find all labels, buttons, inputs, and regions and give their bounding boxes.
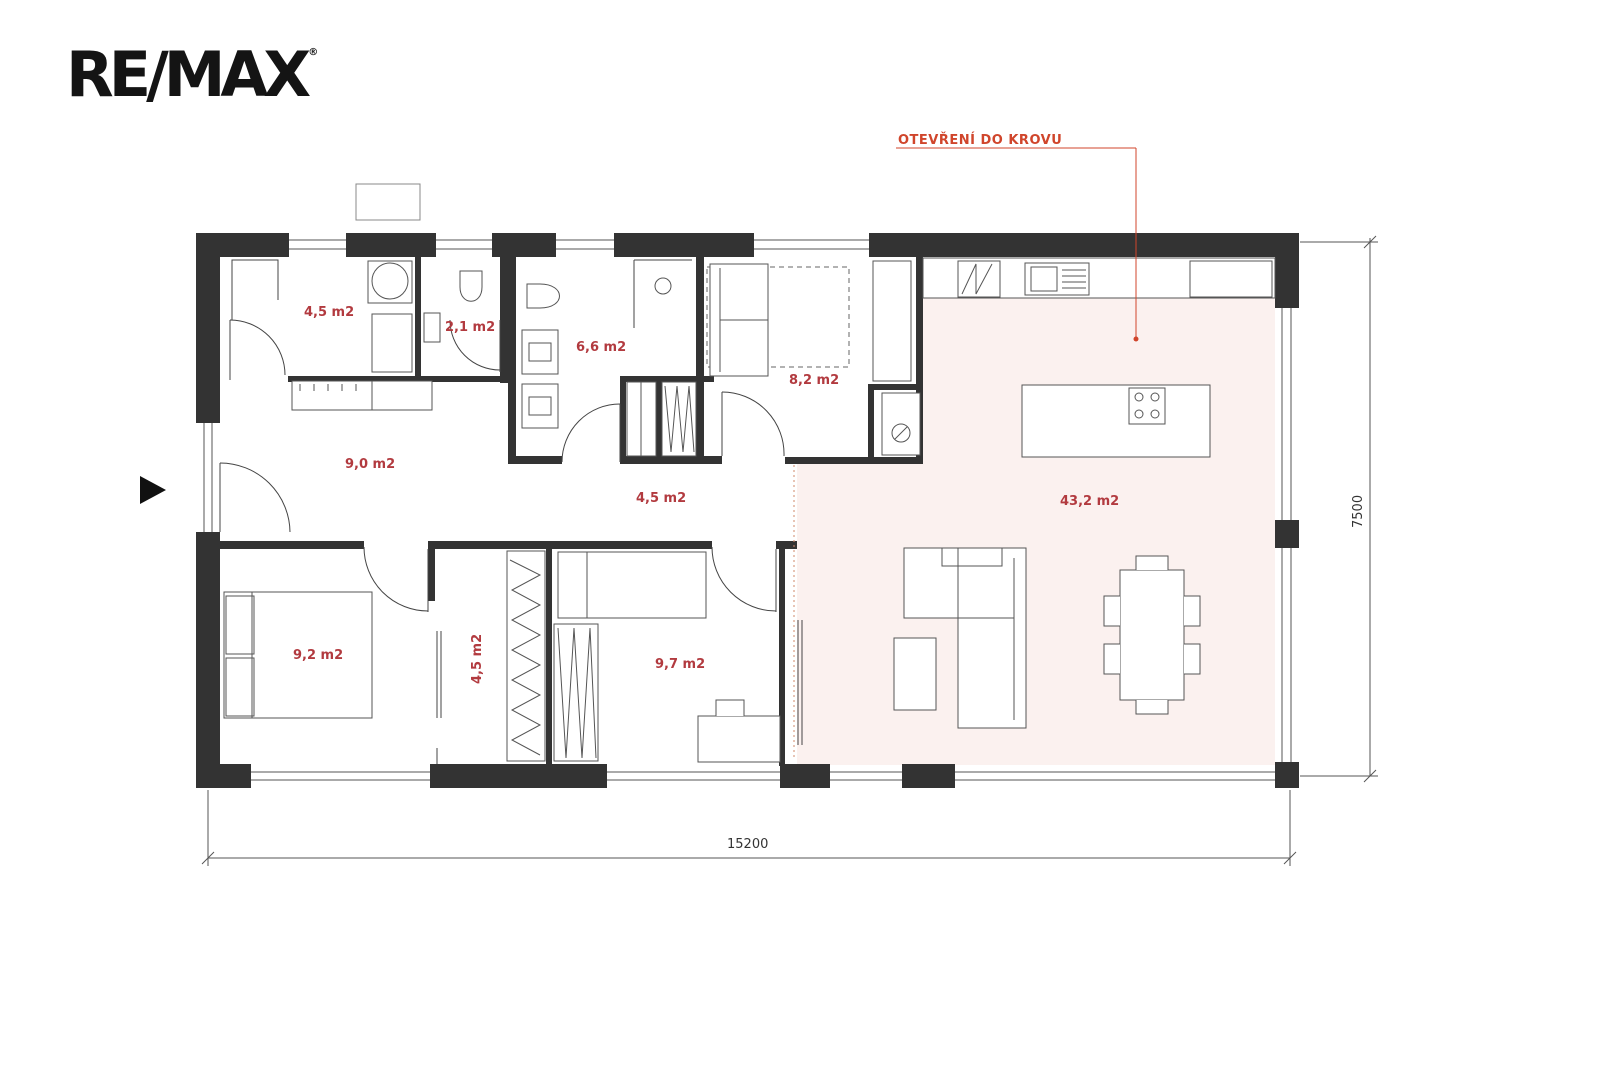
sink-2-icon (521, 383, 559, 429)
bed-right-icon (557, 551, 707, 619)
area-dressing: 4,5 m2 (470, 634, 485, 684)
kitchen-island-icon (1021, 384, 1211, 458)
interior-walls (220, 257, 923, 766)
windows (203, 239, 1292, 781)
coffee-table-icon (893, 637, 937, 711)
sink-1-icon (521, 329, 559, 375)
remax-logo: RE/MAX® (66, 38, 319, 111)
shower-drain-icon (654, 277, 672, 295)
area-entry-hall: 9,0 m2 (345, 457, 395, 472)
furniture (223, 257, 1276, 763)
height-dimension (1300, 235, 1378, 783)
sideboard-icon (291, 380, 433, 411)
area-corridor: 4,5 m2 (636, 491, 686, 506)
area-wardrobe-room: 4,5 m2 (304, 305, 354, 320)
sofa-icon (903, 547, 1027, 729)
width-dimension (201, 790, 1297, 866)
desk-icon (697, 715, 781, 763)
kitchen-counter-icon (922, 257, 1276, 299)
cabinet-icon (371, 313, 413, 373)
bed-left-icon (223, 591, 373, 719)
kitchen-sink-icon (1024, 262, 1090, 296)
area-bedroom-right: 9,7 m2 (655, 657, 705, 672)
living-area-fill (797, 258, 1275, 765)
wardrobe-right-icon (553, 623, 599, 762)
area-living-kitchen: 43,2 m2 (1060, 494, 1119, 509)
wardrobe-hatched-icon (661, 381, 697, 457)
entry-arrow-icon (140, 476, 166, 504)
doors (219, 259, 803, 764)
bed-outline-dashed (706, 266, 850, 368)
closet-top-icon (872, 260, 912, 382)
washing-machine-icon (367, 260, 413, 304)
hanger-rail-icon (299, 384, 357, 391)
dining-table-icon (1103, 555, 1201, 715)
area-bedroom-left: 9,2 m2 (293, 648, 343, 663)
area-wc: 2,1 m2 (445, 320, 495, 335)
wc-toilet-icon (459, 270, 483, 302)
area-bathroom: 6,6 m2 (576, 340, 626, 355)
bathroom-toilet-icon (526, 283, 560, 309)
cooktop-icon (1128, 387, 1166, 425)
height-dimension-label: 7500 (1351, 495, 1366, 528)
width-dimension-label: 15200 (727, 837, 768, 852)
exterior-box (355, 183, 421, 221)
roof-opening-leader (896, 147, 1139, 342)
roof-opening-note: OTEVŘENÍ DO KROVU (898, 132, 1062, 148)
outer-walls (196, 233, 1299, 788)
area-bedroom-top: 8,2 m2 (789, 373, 839, 388)
